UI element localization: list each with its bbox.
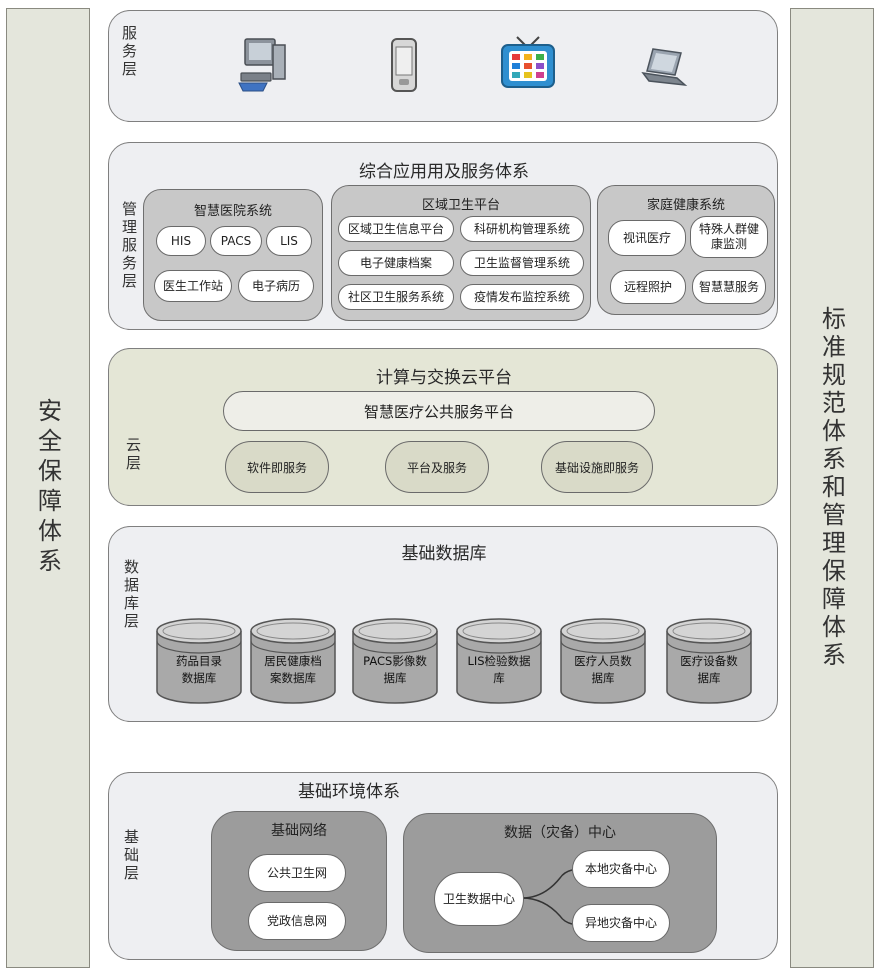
desktop-computer-icon (238, 38, 286, 92)
database-label-line: 库 (493, 671, 505, 685)
pacs-item: PACS (210, 226, 262, 256)
database-label-line: 据库 (383, 671, 407, 685)
lis-item: LIS (266, 226, 312, 256)
database-label-line: 药品目录 (176, 654, 222, 668)
regional-health-panel: 区域卫生平台 区域卫生信息平台 科研机构管理系统 电子健康档案 卫生监督管理系统… (331, 185, 591, 321)
security-system-bar: 安全保障体系 (6, 8, 90, 968)
remote-care-item: 远程照护 (610, 270, 686, 304)
database-label: LIS检验数据库 (461, 653, 537, 687)
service-layer-label: 服务层 (120, 25, 138, 79)
base-network-panel: 基础网络 公共卫生网 党政信息网 (211, 811, 387, 951)
smart-hospital-title: 智慧医院系统 (193, 204, 272, 219)
database-cylinder: 医疗人员数据库 (559, 617, 647, 705)
database-label-line: 数据库 (181, 671, 217, 685)
base-layer-label: 基础层 (122, 829, 140, 883)
standards-system-bar: 标准规范体系和管理保障体系 (790, 8, 874, 968)
saas-item: 软件即服务 (225, 441, 329, 493)
cloud-layer: 云层 计算与交换云平台 智慧医疗公共服务平台 软件即服务 平台及服务 基础设施即… (108, 348, 778, 506)
management-service-layer: 管理服务层 综合应用用及服务体系 智慧医院系统 HIS PACS LIS 医生工… (108, 142, 778, 330)
database-icon (156, 618, 242, 704)
standards-system-label: 标准规范体系和管理保障体系 (817, 306, 846, 670)
cloud-layer-title: 计算与交换云平台 (376, 368, 512, 388)
database-icon (250, 618, 336, 704)
management-layer-title: 综合应用用及服务体系 (359, 162, 529, 182)
database-label: 医疗设备数据库 (671, 653, 747, 687)
data-center-connector-lines (521, 869, 573, 925)
security-system-label: 安全保障体系 (33, 398, 62, 578)
public-service-platform: 智慧医疗公共服务平台 (223, 391, 655, 431)
database-layer-label: 数据库层 (122, 559, 140, 631)
remote-backup-center-item: 异地灾备中心 (572, 904, 670, 942)
database-cylinder: PACS影像数据库 (351, 617, 439, 705)
database-label-line: 据库 (591, 671, 615, 685)
tv-icon (501, 36, 555, 88)
database-label: 医疗人员数据库 (565, 653, 641, 687)
mobile-phone-icon (391, 38, 417, 92)
his-item: HIS (156, 226, 206, 256)
laptop-icon (641, 48, 688, 87)
emr-item: 电子病历 (238, 270, 314, 302)
video-medical-item: 视讯医疗 (608, 220, 686, 256)
local-backup-center-item: 本地灾备中心 (572, 850, 670, 888)
public-health-net-item: 公共卫生网 (248, 854, 346, 892)
database-cylinder: LIS检验数据库 (455, 617, 543, 705)
community-health-item: 社区卫生服务系统 (338, 284, 454, 310)
database-cylinder: 居民健康档案数据库 (249, 617, 337, 705)
data-center-panel: 数据（灾备）中心 卫生数据中心 本地灾备中心 异地灾备中心 (403, 813, 717, 953)
regional-health-title: 区域卫生平台 (421, 198, 500, 213)
gov-info-net-item: 党政信息网 (248, 902, 346, 940)
database-label: 居民健康档案数据库 (255, 653, 331, 687)
service-layer: 服务层 (108, 10, 778, 122)
database-label-line: LIS检验数据 (467, 654, 531, 668)
iaas-item: 基础设施即服务 (541, 441, 653, 493)
smart-hospital-panel: 智慧医院系统 HIS PACS LIS 医生工作站 电子病历 (143, 189, 323, 321)
base-layer-title: 基础环境体系 (298, 782, 400, 802)
family-health-title: 家庭健康系统 (646, 198, 725, 213)
database-cylinder: 医疗设备数据库 (665, 617, 753, 705)
database-label-line: PACS影像数 (363, 654, 427, 668)
database-label-line: 医疗人员数 (574, 654, 632, 668)
health-records-item: 电子健康档案 (338, 250, 454, 276)
cloud-layer-label: 云层 (124, 437, 142, 473)
special-group-monitor-item: 特殊人群健康监测 (690, 216, 768, 258)
health-supervision-item: 卫生监督管理系统 (460, 250, 584, 276)
database-cylinder: 药品目录数据库 (155, 617, 243, 705)
management-layer-label: 管理服务层 (120, 201, 138, 291)
base-network-title: 基础网络 (271, 823, 327, 839)
epidemic-monitor-item: 疫情发布监控系统 (460, 284, 584, 310)
database-icon (456, 618, 542, 704)
smart-service-item: 智慧慧服务 (692, 270, 766, 304)
database-label: 药品目录数据库 (161, 653, 237, 687)
base-layer: 基础层 基础环境体系 基础网络 公共卫生网 党政信息网 数据（灾备）中心 卫生数… (108, 772, 778, 960)
database-icon (560, 618, 646, 704)
database-layer-title: 基础数据库 (401, 544, 487, 564)
paas-item: 平台及服务 (385, 441, 489, 493)
data-center-title: 数据（灾备）中心 (504, 825, 616, 841)
doctor-workstation-item: 医生工作站 (154, 270, 232, 302)
database-label-line: 据库 (697, 671, 721, 685)
database-icon (352, 618, 438, 704)
database-icon (666, 618, 752, 704)
database-label-line: 医疗设备数 (680, 654, 738, 668)
health-data-center-item: 卫生数据中心 (434, 872, 524, 926)
research-mgmt-item: 科研机构管理系统 (460, 216, 584, 242)
database-label: PACS影像数据库 (357, 653, 433, 687)
regional-info-platform-item: 区域卫生信息平台 (338, 216, 454, 242)
family-health-panel: 家庭健康系统 视讯医疗 特殊人群健康监测 远程照护 智慧慧服务 (597, 185, 775, 315)
database-label-line: 居民健康档 (264, 654, 322, 668)
database-label-line: 案数据库 (270, 671, 316, 685)
